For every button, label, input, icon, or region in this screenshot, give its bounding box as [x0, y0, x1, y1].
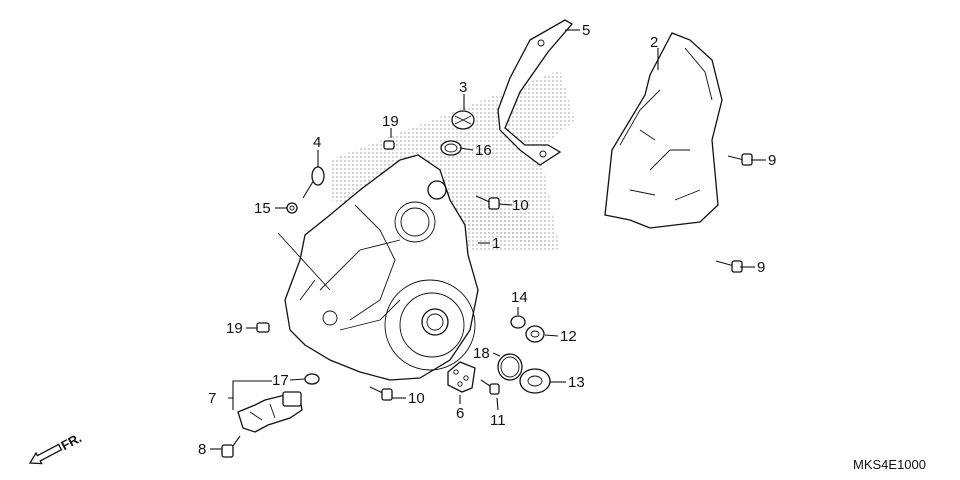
plate-6-part[interactable] — [447, 361, 476, 393]
front-label: FR. — [58, 430, 84, 453]
flange-bolt-upper-part[interactable] — [475, 195, 500, 210]
flange-bolt-lower-part[interactable] — [369, 386, 393, 401]
o-ring-16-part[interactable] — [440, 140, 462, 156]
callout-5: 5 — [582, 22, 590, 39]
washer-15-part[interactable] — [286, 202, 298, 214]
callout-15: 15 — [254, 200, 271, 217]
dowel-upper-part[interactable] — [383, 140, 395, 150]
callout-numbers: 1 2 3 4 5 6 7 8 9 9 10 10 11 12 13 14 15… — [198, 22, 776, 458]
speed-sensor-part[interactable] — [237, 391, 303, 433]
callout-19-upper: 19 — [382, 113, 399, 130]
callout-3: 3 — [459, 79, 467, 96]
o-ring-17-part[interactable] — [304, 373, 320, 385]
bolt-8-part[interactable] — [221, 435, 241, 458]
callout-12: 12 — [560, 328, 577, 345]
front-arrow-icon — [28, 443, 63, 465]
leader-lines — [210, 29, 766, 450]
sprocket-cover-part[interactable] — [604, 32, 723, 229]
crankcase-cover-part[interactable] — [284, 154, 479, 381]
flange-bolt-9-upper-part[interactable] — [727, 153, 753, 166]
cap-12-part[interactable] — [525, 325, 545, 343]
callout-10-lower: 10 — [408, 390, 425, 407]
callout-10-upper: 10 — [512, 197, 529, 214]
callout-4: 4 — [313, 134, 321, 151]
callout-1: 1 — [492, 235, 500, 252]
o-ring-18-part[interactable] — [497, 353, 523, 381]
front-direction-indicator: FR. — [28, 430, 84, 465]
callout-11: 11 — [490, 412, 506, 429]
callout-6: 6 — [456, 405, 464, 422]
callout-19-lower: 19 — [226, 320, 243, 337]
bolt-11-part[interactable] — [480, 379, 500, 395]
bolt-4-part[interactable] — [302, 166, 325, 199]
callout-17: 17 — [272, 372, 289, 389]
callout-16: 16 — [475, 142, 492, 159]
callout-13: 13 — [568, 374, 585, 391]
callout-9-upper: 9 — [768, 152, 776, 169]
dowel-lower-part[interactable] — [256, 322, 270, 333]
callout-9-lower: 9 — [757, 259, 765, 276]
o-ring-14-part[interactable] — [510, 315, 526, 329]
callout-14: 14 — [511, 289, 528, 306]
callout-2: 2 — [650, 34, 658, 51]
callout-7: 7 — [208, 390, 216, 407]
callout-18: 18 — [473, 345, 490, 362]
guide-plate-part[interactable] — [497, 19, 574, 166]
flange-bolt-9-lower-part[interactable] — [715, 260, 743, 273]
cap-part[interactable] — [451, 110, 475, 130]
callout-8: 8 — [198, 441, 206, 458]
diagram-code: MKS4E1000 — [853, 457, 926, 472]
cap-13-part[interactable] — [519, 368, 551, 394]
